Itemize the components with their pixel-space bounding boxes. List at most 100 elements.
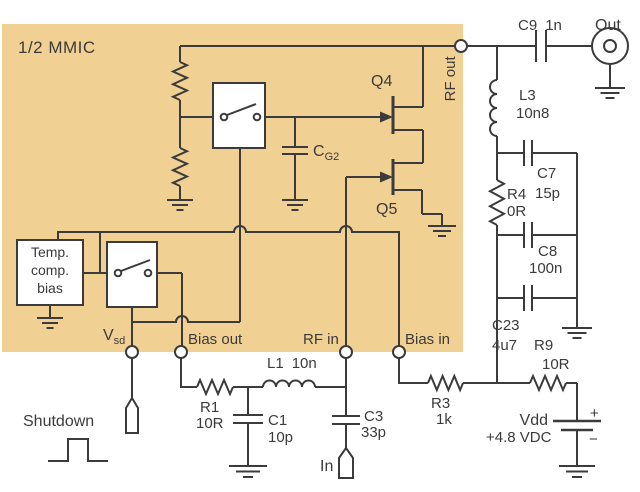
terminal-bias-out [174, 345, 188, 359]
terminal-bias-in [392, 345, 406, 359]
wires-and-components [16, 27, 629, 479]
label-vsd-port: Vsd [103, 327, 126, 347]
label-vdd-ref: Vdd [519, 412, 548, 429]
terminal-rf-out [454, 39, 468, 53]
label-c9-ref: C9 [518, 17, 538, 34]
ground-icon [559, 465, 595, 478]
label-c9-value: 1n [545, 17, 562, 34]
wire [497, 382, 578, 421]
ground-icon [282, 199, 308, 211]
ground-icon [37, 317, 63, 329]
capacitor-cg2 [282, 117, 308, 200]
bias-bus-wire [57, 225, 400, 346]
label-in: In [320, 458, 334, 475]
temp-comp-line2: comp. [30, 262, 70, 278]
resistor-divider-bottom [170, 147, 190, 187]
label-r9-value: 10R [542, 356, 570, 373]
label-r4-value: 0R [507, 203, 527, 220]
label-l3-value: 10n8 [516, 105, 550, 122]
resistor-r9 [529, 373, 567, 393]
label-r1-ref: R1 [200, 399, 220, 416]
label-out: Out [595, 17, 621, 34]
label-c1-value: 10p [268, 429, 294, 446]
label-shutdown: Shutdown [23, 413, 95, 430]
ground-icon [167, 199, 193, 211]
label-c23-value: 4u7 [492, 337, 518, 354]
label-vdd-value: +4.8 VDC [486, 429, 552, 446]
capacitor-c1 [233, 414, 263, 466]
label-l1-value: 10n [291, 355, 317, 372]
switch-pin [113, 268, 123, 278]
transistor-q4 [393, 46, 424, 163]
ground-icon [229, 465, 267, 478]
temp-comp-line1: Temp. [30, 244, 70, 260]
resistor-r1 [196, 377, 234, 397]
switch-lever-icon [226, 103, 257, 116]
ground-icon [428, 225, 456, 237]
wire [180, 358, 263, 415]
switch-pin [143, 268, 153, 278]
label-c3-value: 33p [361, 424, 387, 441]
label-bias-out-port: Bias out [188, 331, 243, 348]
label-battery-plus: + [590, 405, 599, 422]
label-c8-value: 100n [529, 260, 563, 277]
label-vsd-sub: sd [113, 335, 126, 347]
terminal-rf-in [339, 345, 353, 359]
label-cg2-sub: G2 [324, 151, 340, 163]
inductor-l3 [489, 79, 498, 137]
label-bias-in-port: Bias in [405, 331, 451, 348]
temp-comp-line3: bias [37, 280, 63, 296]
label-r1-value: 10R [196, 415, 224, 432]
capacitor-c9 [535, 30, 547, 62]
wire [179, 46, 213, 200]
wire [345, 176, 380, 346]
label-rf-in-port: RF in [303, 331, 339, 348]
arrow-icon [380, 171, 393, 183]
input-pin-icon [338, 446, 354, 479]
resistor-divider-top [170, 61, 190, 101]
label-q4: Q4 [371, 73, 393, 90]
label-cg2: CG2 [313, 143, 340, 163]
label-c3-ref: C3 [364, 408, 384, 425]
switch-lever-icon [120, 259, 151, 272]
mmic-title: 1/2 MMIC [18, 38, 96, 57]
capacitor-c7 [497, 140, 577, 166]
resistor-r3 [427, 373, 464, 393]
label-l1: L1 10n [267, 356, 317, 372]
shutdown-control-wire [132, 148, 241, 323]
label-r9-ref: R9 [534, 337, 554, 354]
ground-icon [595, 87, 625, 99]
terminal-vsd [125, 345, 139, 359]
capacitor-c8 [497, 222, 577, 248]
label-l1-ref: L1 [267, 355, 284, 372]
ground-icon [562, 327, 592, 339]
wire [131, 272, 183, 346]
label-c1-ref: C1 [268, 412, 288, 429]
wire [398, 358, 497, 384]
label-q5: Q5 [376, 201, 398, 218]
switch-pin [219, 112, 229, 122]
label-c23-ref: C23 [492, 317, 520, 334]
capacitor-c3 [332, 415, 360, 448]
label-l3-ref: L3 [519, 87, 536, 104]
inductor-l1 [262, 379, 316, 388]
shutdown-pin-icon [125, 396, 139, 434]
capacitor-c23 [497, 285, 577, 311]
transistor-q5 [393, 162, 443, 226]
label-battery-minus: − [589, 431, 598, 448]
label-rf-out-port: RF out [442, 56, 460, 102]
label-vsd-ref: V [103, 327, 114, 344]
label-cg2-ref: C [313, 143, 325, 160]
temp-comp-bias-box [16, 239, 84, 306]
gate-arrows [380, 111, 393, 183]
switch-pin [252, 112, 262, 122]
connector-out-pin [603, 39, 617, 53]
label-r3-ref: R3 [431, 395, 451, 412]
arrow-icon [380, 111, 393, 123]
pulse-waveform-icon [48, 438, 108, 462]
label-c8-ref: C8 [538, 243, 558, 260]
label-c7-value: 15p [535, 185, 561, 202]
label-r4-ref: R4 [507, 186, 527, 203]
